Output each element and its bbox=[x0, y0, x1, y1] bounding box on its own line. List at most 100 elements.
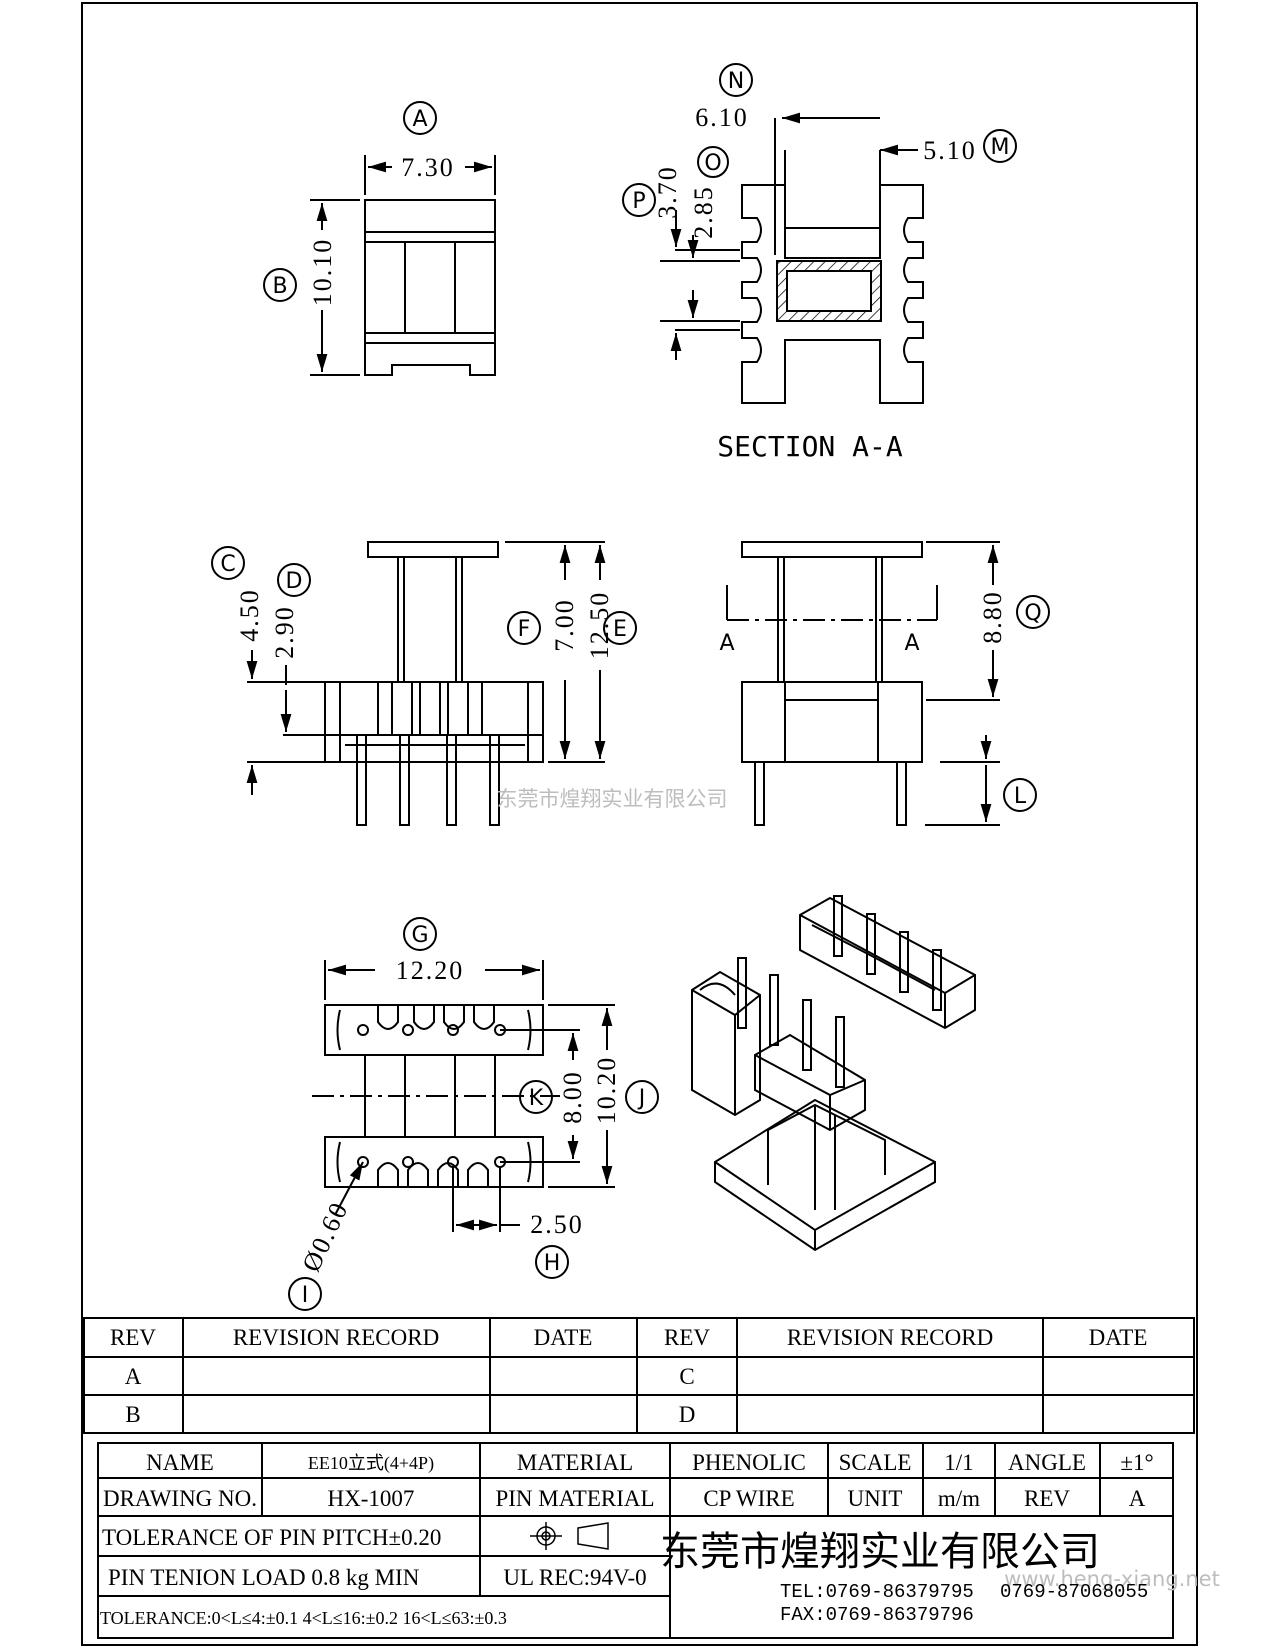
revision-record-header-1: REVISION RECORD bbox=[233, 1325, 439, 1350]
title-block bbox=[97, 1442, 1174, 1639]
callout-g-circle bbox=[403, 917, 437, 951]
bottom-view bbox=[288, 917, 659, 1311]
unit-value: m/m bbox=[938, 1486, 980, 1511]
dim-k-value: 8.00 bbox=[558, 1070, 587, 1124]
material-label: MATERIAL bbox=[517, 1450, 633, 1475]
callout-q: Q bbox=[1024, 601, 1041, 626]
angle-value: ±1° bbox=[1120, 1450, 1153, 1475]
callout-b: B bbox=[272, 274, 287, 299]
callout-k-circle bbox=[519, 1080, 553, 1114]
callout-e: E bbox=[613, 617, 627, 642]
revision-table bbox=[83, 1317, 1195, 1434]
pin-material-value: CP WIRE bbox=[703, 1486, 794, 1511]
callout-d-circle bbox=[277, 563, 311, 597]
dim-e-value: 12.50 bbox=[585, 591, 614, 660]
callout-k: K bbox=[529, 1086, 544, 1111]
callout-e-circle bbox=[603, 611, 637, 645]
callout-h: H bbox=[544, 1251, 561, 1276]
side-view bbox=[726, 541, 1050, 826]
section-mark-right: A bbox=[904, 631, 919, 656]
callout-o-circle bbox=[697, 146, 729, 178]
section-mark-left: A bbox=[719, 631, 734, 656]
drawing-no-label: DRAWING NO. bbox=[103, 1486, 257, 1511]
name-value: EE10立式(4+4P) bbox=[308, 1453, 434, 1474]
dim-g-value: 12.20 bbox=[396, 956, 465, 985]
pin-tension-load: PIN TENION LOAD 0.8 kg MIN bbox=[108, 1565, 420, 1590]
dim-n-value: 6.10 bbox=[695, 103, 749, 132]
name-label: NAME bbox=[146, 1450, 214, 1475]
rev-row-a: A bbox=[125, 1364, 142, 1389]
center-watermark: 东莞市煌翔实业有限公司 bbox=[497, 787, 728, 811]
dim-m-value: 5.10 bbox=[923, 136, 977, 165]
corner-watermark: www.heng-xiang.net bbox=[1004, 1567, 1220, 1591]
date-header-1: DATE bbox=[534, 1325, 593, 1350]
rev-row-b: B bbox=[125, 1402, 140, 1427]
callout-n-circle bbox=[719, 63, 753, 97]
callout-o: O bbox=[704, 151, 721, 176]
callout-f-circle bbox=[507, 611, 541, 645]
company-tel2: 0769-87068055 bbox=[1000, 1581, 1148, 1603]
section-title: SECTION A-A bbox=[717, 430, 903, 463]
callout-i-circle bbox=[288, 1277, 322, 1311]
callout-d: D bbox=[286, 569, 303, 594]
dim-o-value: 2.85 bbox=[689, 185, 718, 239]
callout-i: I bbox=[302, 1283, 309, 1308]
rev-header-1: REV bbox=[110, 1325, 156, 1350]
callout-f: F bbox=[518, 617, 531, 642]
projection-symbol-icon bbox=[530, 1522, 609, 1550]
rev-header-2: REV bbox=[664, 1325, 710, 1350]
callout-l-circle bbox=[1003, 778, 1037, 812]
callout-m: M bbox=[991, 135, 1010, 160]
dim-c-value: 4.50 bbox=[235, 588, 264, 642]
drawing-no-value: HX-1007 bbox=[328, 1486, 415, 1511]
callout-g: G bbox=[411, 923, 428, 948]
callout-m-circle bbox=[983, 129, 1017, 163]
rev-label: REV bbox=[1024, 1486, 1070, 1511]
callout-b-circle bbox=[263, 268, 297, 302]
dim-f-value: 7.00 bbox=[550, 598, 579, 652]
tolerance-ranges: TOLERANCE:0<L≤4:±0.1 4<L≤16:±0.2 16<L≤63… bbox=[100, 1608, 507, 1628]
callout-p: P bbox=[632, 189, 645, 214]
callout-j: J bbox=[637, 1086, 646, 1111]
rev-row-d: D bbox=[679, 1402, 696, 1427]
dim-a-value: 7.30 bbox=[401, 153, 455, 182]
section-view bbox=[622, 63, 1017, 404]
company-fax: FAX:0769-86379796 bbox=[780, 1604, 974, 1626]
dim-i-value: Ø0.60 bbox=[296, 1197, 354, 1277]
rev-row-c: C bbox=[679, 1364, 694, 1389]
callout-c-circle bbox=[211, 546, 245, 580]
front-view bbox=[211, 541, 637, 826]
isometric-view bbox=[691, 895, 976, 1252]
callout-a: A bbox=[412, 107, 427, 132]
callout-c: C bbox=[220, 552, 235, 577]
sheet-border bbox=[81, 2, 1198, 1646]
company-tel: TEL:0769-86379795 bbox=[780, 1581, 974, 1603]
callout-h-circle bbox=[535, 1245, 569, 1279]
unit-label: UNIT bbox=[848, 1486, 903, 1511]
date-header-2: DATE bbox=[1089, 1325, 1148, 1350]
scale-value: 1/1 bbox=[944, 1450, 973, 1475]
tolerance-pin-pitch: TOLERANCE OF PIN PITCH±0.20 bbox=[102, 1525, 441, 1550]
revision-record-header-2: REVISION RECORD bbox=[787, 1325, 993, 1350]
angle-label: ANGLE bbox=[1008, 1450, 1086, 1475]
callout-a-circle bbox=[403, 101, 437, 135]
callout-p-circle bbox=[622, 183, 656, 217]
pin-material-label: PIN MATERIAL bbox=[495, 1486, 654, 1511]
material-value: PHENOLIC bbox=[692, 1450, 806, 1475]
dim-q-value: 8.80 bbox=[978, 590, 1007, 644]
dim-d-value: 2.90 bbox=[270, 605, 299, 659]
dim-p-value: 3.70 bbox=[653, 165, 682, 219]
callout-j-circle bbox=[625, 1080, 659, 1114]
top-view bbox=[263, 101, 496, 376]
dim-b-value: 10.10 bbox=[308, 238, 337, 307]
callout-l: L bbox=[1014, 784, 1027, 809]
callout-q-circle bbox=[1016, 595, 1050, 629]
company-name: 东莞市煌翔实业有限公司 bbox=[660, 1529, 1100, 1575]
ul-rec: UL REC:94V-0 bbox=[503, 1565, 646, 1590]
scale-label: SCALE bbox=[839, 1450, 912, 1475]
dim-h-value: 2.50 bbox=[530, 1210, 584, 1239]
callout-n: N bbox=[728, 69, 744, 94]
dim-j-value: 10.20 bbox=[592, 1056, 621, 1125]
rev-value: A bbox=[1129, 1486, 1146, 1511]
